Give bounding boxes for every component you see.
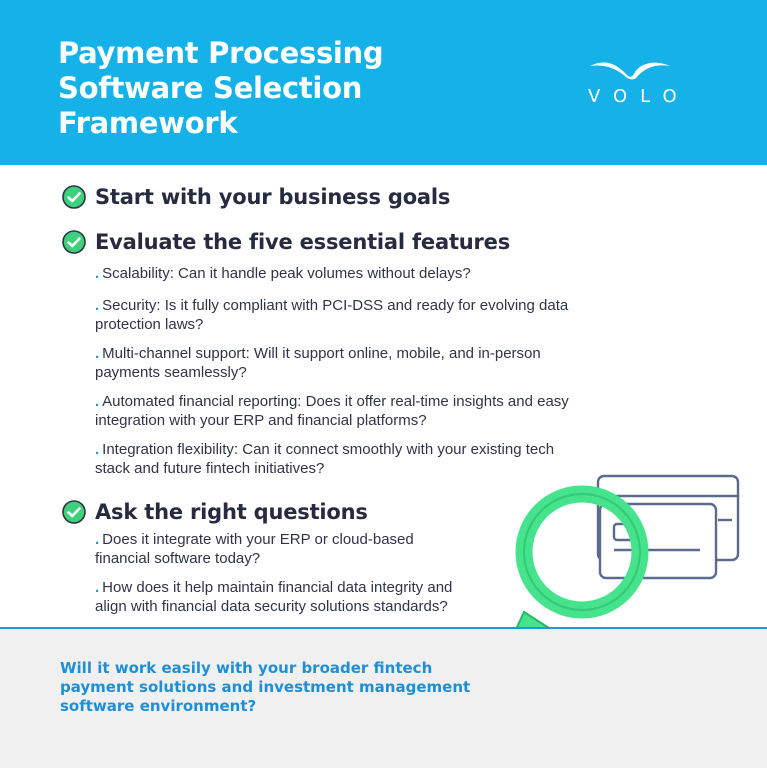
footer-question: Will it work easily with your broader fi… (60, 659, 500, 716)
list-item: .Does it integrate with your ERP or clou… (95, 531, 414, 567)
list-item: .Scalability: Can it handle peak volumes… (95, 265, 471, 282)
list-item-text: How does it help maintain financial data… (102, 579, 453, 596)
check-circle-icon (62, 230, 86, 254)
title-line: Software Selection (58, 71, 363, 105)
logo-text: VOLO (588, 86, 690, 107)
footer-line: payment solutions and investment managem… (60, 678, 471, 696)
magnifier-illustration (510, 474, 740, 653)
list-item-text: Multi-channel support: Will it support o… (102, 345, 541, 362)
list-item-text: Automated financial reporting: Does it o… (102, 393, 569, 410)
list-item: .How does it help maintain financial dat… (95, 579, 453, 615)
section-heading-text: Evaluate the five essential features (95, 230, 511, 254)
check-circle-icon (62, 500, 86, 524)
section-heading-text: Ask the right questions (95, 500, 368, 524)
list-item-text: Security: Is it fully compliant with PCI… (102, 297, 569, 314)
section-heading-features: Evaluate the five essential features (62, 228, 510, 256)
title-line: Payment Processing (58, 36, 384, 70)
section-heading-goals: Start with your business goals (62, 183, 450, 211)
footer-question-panel: Will it work easily with your broader fi… (0, 627, 767, 768)
list-item-text: Integration flexibility: Can it connect … (102, 441, 555, 458)
check-circle-icon (62, 185, 86, 209)
list-item: .Integration flexibility: Can it connect… (95, 441, 555, 477)
volo-logo: VOLO (582, 58, 682, 110)
list-item-text: protection laws? (95, 316, 204, 333)
list-item-text: stack and future fintech initiatives? (95, 460, 325, 477)
list-item: .Automated financial reporting: Does it … (95, 393, 569, 429)
header-banner: Payment Processing Software Selection Fr… (0, 0, 767, 165)
list-item-text: align with financial data security solut… (95, 598, 448, 615)
footer-line: software environment? (60, 697, 257, 715)
list-item: .Security: Is it fully compliant with PC… (95, 297, 569, 333)
section-heading-questions: Ask the right questions (62, 498, 368, 526)
list-item-text: financial software today? (95, 550, 261, 567)
list-item: .Multi-channel support: Will it support … (95, 345, 541, 381)
page-title: Payment Processing Software Selection Fr… (58, 36, 478, 141)
list-item-text: Scalability: Can it handle peak volumes … (102, 265, 471, 282)
volo-logo-icon (590, 62, 670, 80)
section-heading-text: Start with your business goals (95, 185, 451, 209)
list-item-text: Does it integrate with your ERP or cloud… (102, 531, 414, 548)
title-line: Framework (58, 106, 238, 140)
list-item-text: integration with your ERP and financial … (95, 412, 427, 429)
footer-line: Will it work easily with your broader fi… (60, 659, 433, 677)
list-item-text: payments seamlessly? (95, 364, 247, 381)
